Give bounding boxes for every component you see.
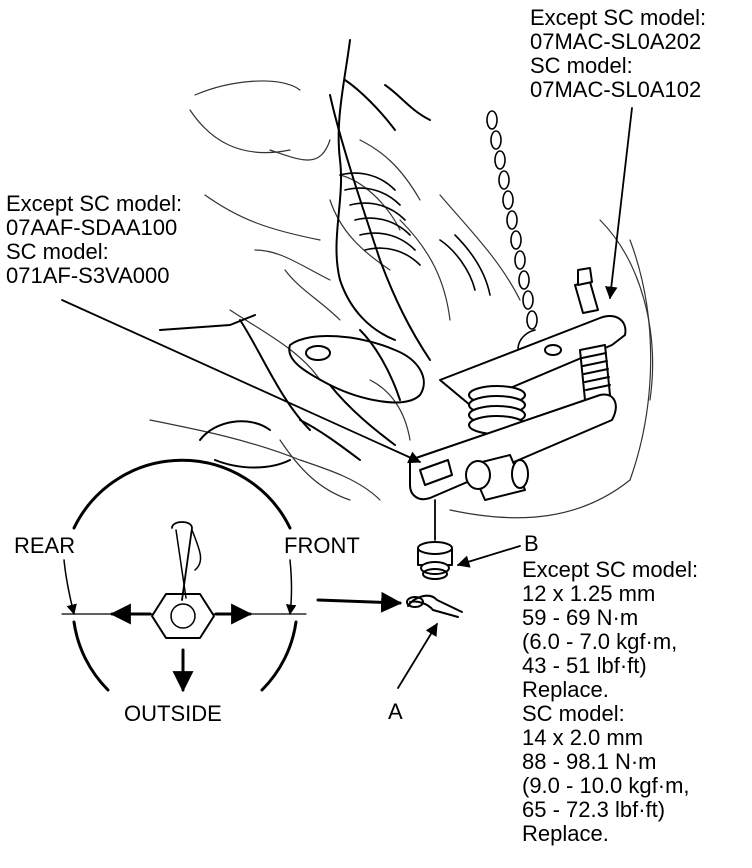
tool-left-label: Except SC model: 07AAF-SDAA100 SC model:… [6, 192, 182, 288]
tool-top-line1: Except SC model: [530, 5, 707, 30]
steering-knuckle [159, 79, 431, 469]
spec-b-block: Except SC model: 12 x 1.25 mm 59 - 69 N·… [522, 558, 698, 846]
tool-left-line1: Except SC model: [6, 191, 183, 216]
ball-joint-remover [409, 267, 627, 501]
spec-line: 12 x 1.25 mm [522, 581, 656, 606]
spec-line: Replace. [522, 821, 609, 846]
cv-boot [339, 172, 491, 296]
spec-line: Replace. [522, 677, 609, 702]
tool-left-line3: SC model: [6, 239, 109, 264]
spec-line: 88 - 98.1 N·m [522, 749, 657, 774]
spec-line: Except SC model: [522, 557, 699, 582]
tool-top-line2: 07MAC-SL0A202 [530, 29, 702, 54]
cotter-pin-a [406, 594, 463, 618]
background-outline [149, 80, 654, 519]
inset-rear-label: REAR [14, 533, 76, 558]
safety-chain [486, 110, 560, 367]
callout-b-label: B [524, 531, 539, 556]
leader-lines [61, 107, 633, 689]
tool-left-line2: 07AAF-SDAA100 [6, 215, 178, 240]
brake-hose [335, 39, 396, 341]
spec-line: SC model: [522, 701, 625, 726]
spec-line: (6.0 - 7.0 kgf·m, [522, 629, 678, 654]
tool-top-line4: 07MAC-SL0A102 [530, 77, 702, 102]
nut-b [417, 541, 453, 580]
inset-outside-label: OUTSIDE [124, 701, 222, 726]
orientation-inset [61, 458, 307, 693]
spec-line: 59 - 69 N·m [522, 605, 639, 630]
spec-line: 43 - 51 lbf·ft) [522, 653, 647, 678]
tool-top-label: Except SC model: 07MAC-SL0A202 SC model:… [530, 6, 706, 102]
callout-a-label: A [388, 699, 403, 724]
spec-line: 14 x 2.0 mm [522, 725, 644, 750]
inset-front-label: FRONT [284, 533, 360, 558]
spec-line: 65 - 72.3 lbf·ft) [522, 797, 666, 822]
tool-left-line4: 071AF-S3VA000 [6, 263, 170, 288]
spec-line: (9.0 - 10.0 kgf·m, [522, 773, 690, 798]
tool-top-line3: SC model: [530, 53, 633, 78]
